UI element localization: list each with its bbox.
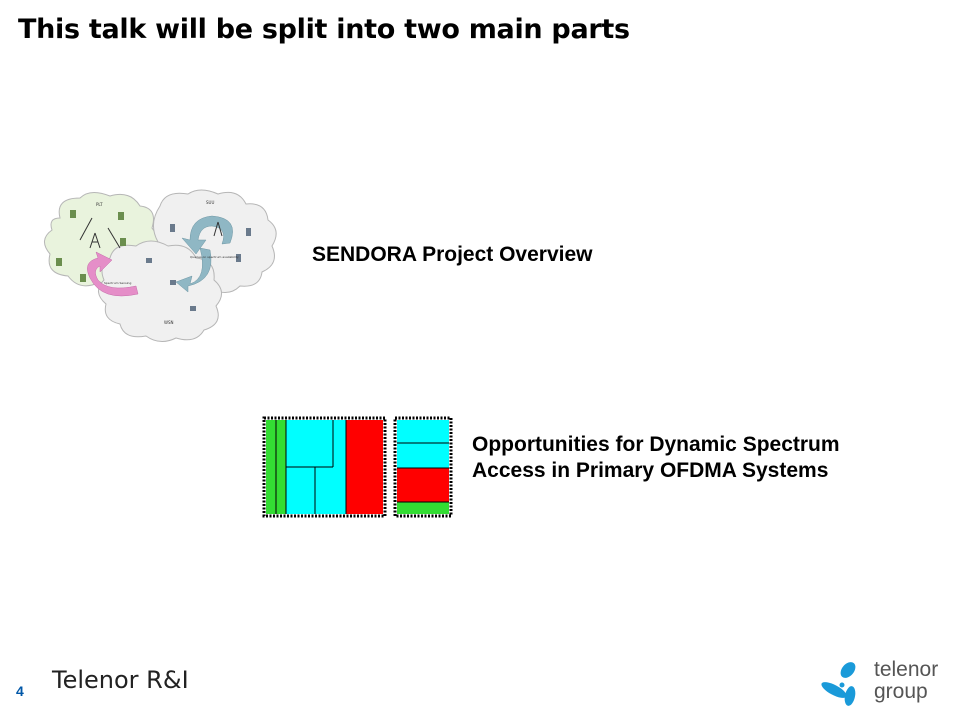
sendora-network-diagram: PLT SUU WSN Queries on spectrum availabi… [44, 189, 277, 342]
sendora-overview-label: SENDORA Project Overview [312, 243, 593, 266]
diagram-label-wsn: WSN [164, 320, 174, 325]
slide-number: 4 [16, 683, 24, 699]
ofdma-frame-diagram [262, 416, 453, 518]
logo-line-group: group [874, 680, 928, 703]
slide-title: This talk will be split into two main pa… [18, 14, 630, 45]
diagram-label-plt: PLT [96, 202, 103, 207]
diagram-label-suu: SUU [206, 200, 214, 205]
diagram-label-spectrum-sensing: Spectrum Sensing [104, 281, 131, 285]
dsa-ofdma-label-line1: Opportunities for Dynamic Spectrum [472, 433, 840, 456]
telenor-logo-icon [821, 662, 856, 706]
logo-line-telenor: telenor [874, 658, 939, 681]
footer-brand: Telenor R&I [52, 666, 189, 694]
telenor-logo-text: telenor group [874, 659, 938, 703]
dsa-ofdma-label-line2: Access in Primary OFDMA Systems [472, 459, 829, 482]
dsa-ofdma-label: Opportunities for Dynamic Spectrum Acces… [472, 432, 840, 484]
diagram-label-queries: Queries on spectrum availability [190, 255, 239, 259]
